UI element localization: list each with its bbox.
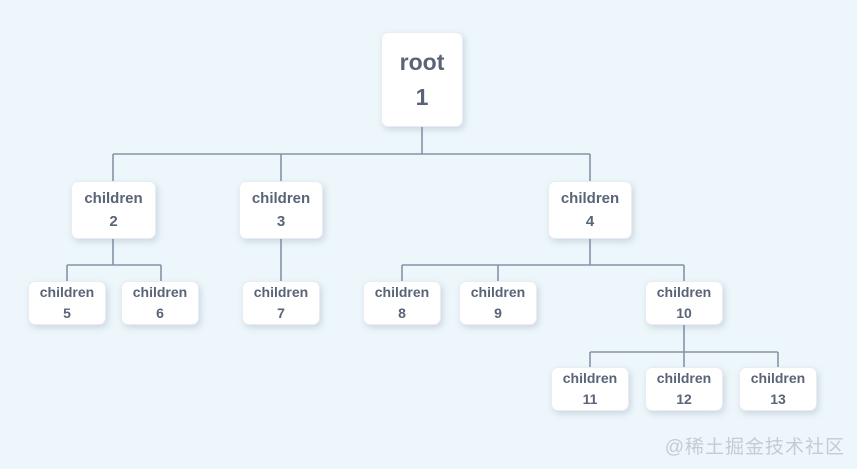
node-label: children [253,284,309,300]
node-label: children [656,284,712,300]
tree-node-children-5[interactable]: children 5 [28,281,106,325]
node-value: 4 [585,213,595,230]
node-value: 5 [63,305,71,321]
tree-node-children-7[interactable]: children 7 [242,281,320,325]
node-value: 3 [276,213,286,230]
tree-node-children-8[interactable]: children 8 [363,281,441,325]
node-value: 11 [582,391,598,407]
tree-node-children-4[interactable]: children 4 [548,181,632,239]
node-label: children [251,189,311,207]
tree-node-children-3[interactable]: children 3 [239,181,323,239]
node-label: children [84,189,143,207]
tree-node-children-12[interactable]: children 12 [645,367,723,411]
node-label: children [656,370,712,386]
node-value: 7 [277,305,285,321]
node-label: children [750,370,806,386]
node-label: children [374,284,430,300]
node-label: children [39,284,95,300]
tree-node-children-11[interactable]: children 11 [551,367,629,411]
juejin-watermark: @稀土掘金技术社区 [664,437,845,458]
node-label: children [470,284,526,300]
node-value: 10 [676,305,692,321]
node-value: 12 [676,391,692,407]
node-label: root [399,49,445,75]
tree-node-children-9[interactable]: children 9 [459,281,537,325]
node-value: 1 [415,83,429,110]
node-value: 8 [398,305,406,321]
tree-node-children-13[interactable]: children 13 [739,367,817,411]
tree-node-root-1[interactable]: root 1 [381,32,463,127]
tree-node-children-6[interactable]: children 6 [121,281,199,325]
node-value: 13 [770,391,786,407]
node-label: children [132,284,188,300]
tree-node-children-10[interactable]: children 10 [645,281,723,325]
node-value: 2 [109,213,118,230]
tree-node-children-2[interactable]: children 2 [71,181,156,239]
node-label: children [562,370,618,386]
node-value: 9 [494,305,502,321]
node-value: 6 [156,305,164,321]
node-label: children [560,189,620,207]
